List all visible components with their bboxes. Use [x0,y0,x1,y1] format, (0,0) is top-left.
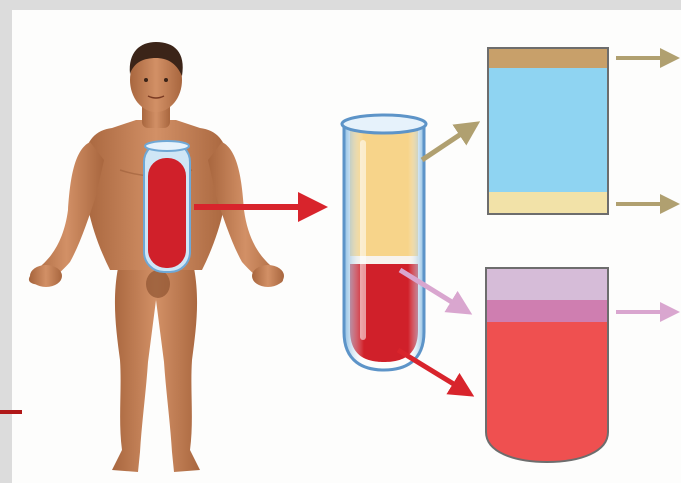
side-accent-line [0,410,22,414]
platelet-layer [486,268,608,300]
figure-eye-left [144,78,148,82]
tube-rim [342,115,426,133]
rbc-layer [486,322,608,462]
plasma-solute-band [488,192,608,214]
figure-right-hand [252,265,284,287]
figure-groin [146,270,170,298]
tube-highlight [360,140,366,340]
formed-elements-container [486,268,608,462]
plasma-water-layer [488,48,608,214]
chest-tube-blood [148,158,186,268]
plasma-protein-band [488,48,608,68]
figure-eye-right [164,78,168,82]
plasma-composition-box [488,48,608,214]
tube-glass [344,124,424,370]
test-tube-icon [342,115,426,370]
chest-blood-tube [144,141,190,272]
chest-tube-rim [145,141,189,151]
wbc-layer [486,300,608,322]
figure-left-hand [30,265,62,287]
